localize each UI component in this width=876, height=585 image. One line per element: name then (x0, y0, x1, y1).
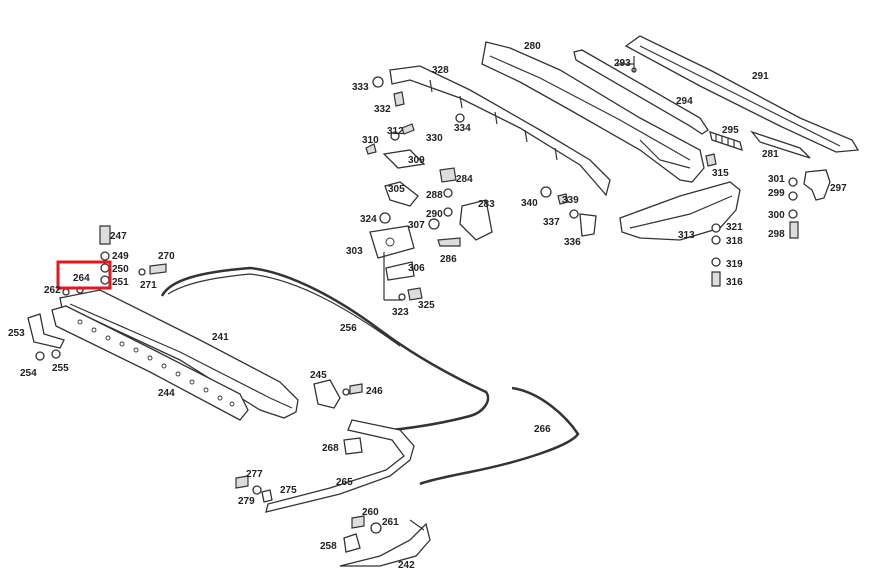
label-293: 293 (614, 58, 631, 69)
label-255: 255 (52, 363, 69, 374)
label-284: 284 (456, 174, 473, 185)
part-242-end (339, 522, 431, 567)
label-294: 294 (676, 96, 693, 107)
label-332: 332 (374, 104, 391, 115)
part-295-grille (709, 131, 743, 151)
label-303: 303 (346, 246, 363, 257)
label-328: 328 (432, 65, 449, 76)
label-262: 262 (44, 285, 61, 296)
label-268: 268 (322, 443, 339, 454)
part-256-seal (160, 266, 490, 432)
label-288: 288 (426, 190, 443, 201)
label-280: 280 (524, 41, 541, 52)
label-334: 334 (454, 123, 471, 134)
beam-holes (77, 319, 235, 407)
label-270: 270 (158, 251, 175, 262)
label-312: 312 (387, 126, 404, 137)
label-256: 256 (340, 323, 357, 334)
part-268-pad (343, 437, 363, 455)
part-266-seal (419, 386, 580, 486)
label-307: 307 (408, 220, 425, 231)
label-244: 244 (158, 388, 175, 399)
label-309: 309 (408, 155, 425, 166)
label-305: 305 (388, 184, 405, 195)
label-260: 260 (362, 507, 379, 518)
label-318: 318 (726, 236, 743, 247)
part-291-strip (624, 35, 860, 153)
part-328-strip (389, 65, 611, 197)
label-337: 337 (543, 217, 560, 228)
part-294-strip (573, 49, 709, 135)
label-325: 325 (418, 300, 435, 311)
label-241: 241 (212, 332, 229, 343)
label-251: 251 (112, 277, 129, 288)
label-316: 316 (726, 277, 743, 288)
label-336: 336 (564, 237, 581, 248)
label-301: 301 (768, 174, 785, 185)
leader-lines (383, 56, 635, 301)
label-277: 277 (246, 469, 263, 480)
label-306: 306 (408, 263, 425, 274)
label-323: 323 (392, 307, 409, 318)
label-310: 310 (362, 135, 379, 146)
label-266: 266 (534, 424, 551, 435)
hardware-247-251 (62, 225, 167, 296)
label-321: 321 (726, 222, 743, 233)
label-281: 281 (762, 149, 779, 160)
label-333: 333 (352, 82, 369, 93)
label-247: 247 (110, 231, 127, 242)
label-330: 330 (426, 133, 443, 144)
label-291: 291 (752, 71, 769, 82)
label-261: 261 (382, 517, 399, 528)
part-241-bumper-bar (59, 289, 299, 419)
label-340: 340 (521, 198, 538, 209)
part-258-pad (343, 533, 361, 553)
label-250: 250 (112, 264, 129, 275)
part-253-bracket (27, 313, 65, 349)
label-254: 254 (20, 368, 37, 379)
label-283: 283 (478, 199, 495, 210)
label-286: 286 (440, 254, 457, 265)
hardware-upper-right (365, 67, 799, 301)
label-313: 313 (678, 230, 695, 241)
label-297: 297 (830, 183, 847, 194)
label-279: 279 (238, 496, 255, 507)
label-265: 265 (336, 477, 353, 488)
label-253: 253 (8, 328, 25, 339)
label-245: 245 (310, 370, 327, 381)
part-297-bracket (803, 169, 831, 201)
label-271: 271 (140, 280, 157, 291)
label-290: 290 (426, 209, 443, 220)
label-242: 242 (398, 560, 415, 571)
label-299: 299 (768, 188, 785, 199)
part-244-beam (51, 305, 249, 421)
label-246: 246 (366, 386, 383, 397)
part-313-bumper-end (619, 181, 741, 241)
part-281-pad (750, 130, 811, 159)
label-275: 275 (280, 485, 297, 496)
label-319: 319 (726, 259, 743, 270)
label-315: 315 (712, 168, 729, 179)
part-labels: 280 328 291 293 294 295 281 333 332 330 … (8, 41, 847, 571)
label-264: 264 (73, 273, 90, 284)
label-300: 300 (768, 210, 785, 221)
part-265-strip (265, 419, 415, 513)
label-249: 249 (112, 251, 129, 262)
label-298: 298 (768, 229, 785, 240)
highlight-box-264 (56, 260, 112, 290)
label-295: 295 (722, 125, 739, 136)
label-324: 324 (360, 214, 377, 225)
label-258: 258 (320, 541, 337, 552)
hardware-lower (235, 475, 382, 534)
part-245-bracket (313, 379, 341, 409)
label-339: 339 (562, 195, 579, 206)
